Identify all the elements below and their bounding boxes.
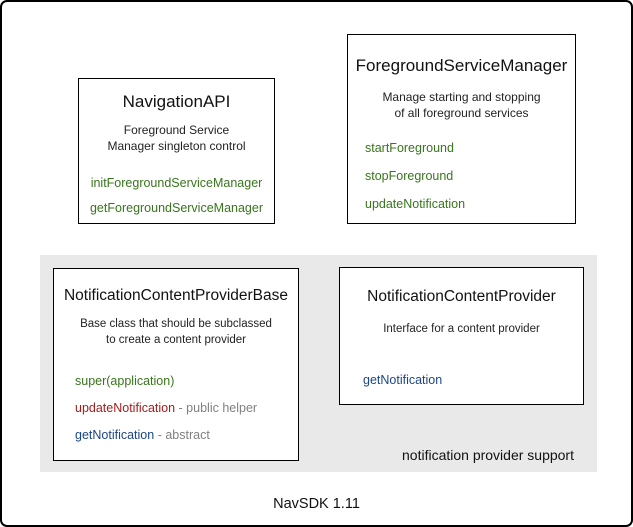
class-box-notification-content-provider: NotificationContentProvider Interface fo…	[339, 267, 584, 405]
method-get-foreground-service-manager: getForegroundServiceManager	[89, 201, 264, 215]
method-start-foreground: startForeground	[365, 141, 454, 155]
class-box-foreground-service-manager: ForegroundServiceManager Manage starting…	[347, 34, 576, 224]
method-annotation: - public helper	[175, 401, 258, 415]
method-name: getNotification	[75, 428, 155, 442]
group-label: notification provider support	[402, 447, 574, 463]
class-description: Foreground Service Manager singleton con…	[107, 123, 246, 153]
method-update-notification: updateNotification	[365, 197, 466, 211]
class-box-navigation-api: NavigationAPI Foreground Service Manager…	[78, 78, 275, 224]
method-annotation: - abstract	[154, 428, 210, 442]
class-description: Interface for a content provider	[383, 323, 540, 335]
class-description: Base class that should be subclassed to …	[80, 318, 272, 346]
class-title: ForegroundServiceManager	[355, 56, 568, 75]
diagram-caption: NavSDK 1.11	[273, 496, 360, 512]
method-get-notification: getNotification - abstract	[54, 428, 298, 443]
method-init-foreground-service-manager: initForegroundServiceManager	[90, 176, 263, 190]
method-name: updateNotification	[75, 401, 176, 415]
notification-provider-group: NotificationContentProviderBase Base cla…	[40, 255, 597, 472]
method-super-application: super(application)	[54, 374, 298, 389]
class-description: Manage starting and stopping of all fore…	[382, 90, 541, 120]
class-box-notification-content-provider-base: NotificationContentProviderBase Base cla…	[53, 268, 299, 461]
class-title: NavigationAPI	[122, 92, 231, 111]
method-update-notification: updateNotification - public helper	[54, 401, 298, 416]
class-title: NotificationContentProvider	[367, 288, 556, 305]
method-stop-foreground: stopForeground	[365, 169, 454, 183]
method-name: super(application)	[75, 374, 175, 388]
method-get-notification: getNotification	[363, 373, 443, 387]
class-title: NotificationContentProviderBase	[63, 287, 288, 304]
